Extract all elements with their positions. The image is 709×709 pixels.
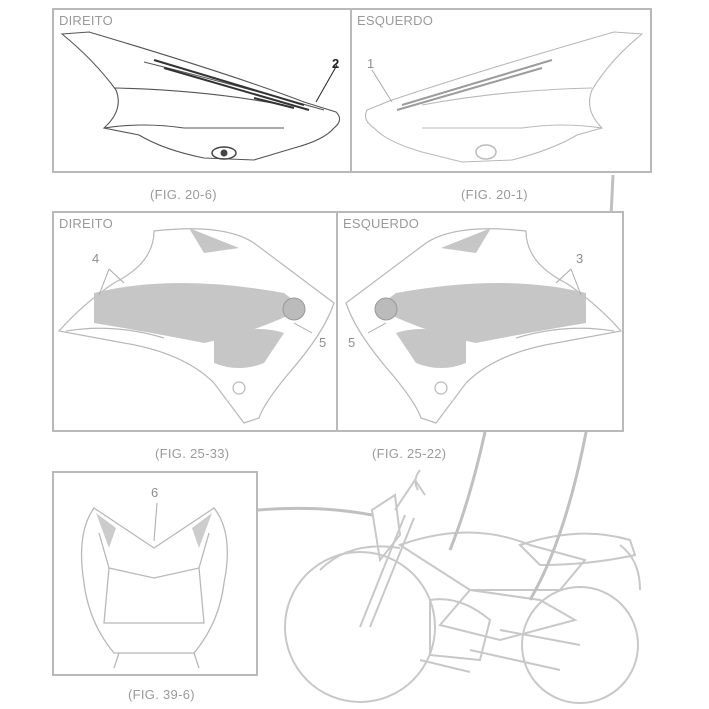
panel-header: DIREITO (59, 13, 113, 28)
callout-number: 1 (367, 56, 375, 71)
front-cover-drawing (80, 502, 228, 669)
leader-fig-39-6 (257, 506, 373, 517)
seat (518, 532, 637, 567)
right-side-cover-drawing (60, 31, 341, 161)
figure-caption: (FIG. 25-22) (372, 446, 447, 461)
panel-front-cover: 6 (52, 471, 258, 676)
front-wheel (284, 551, 436, 703)
callout-number: 5 (348, 335, 356, 350)
callout-number: 4 (92, 251, 100, 266)
panel-left-shroud: ESQUERDO 3 5 (336, 211, 624, 432)
left-side-cover-drawing (365, 31, 644, 163)
panel-right-shroud: DIREITO 4 5 (52, 211, 340, 432)
callout-number: 5 (319, 335, 327, 350)
right-shroud-drawing (57, 228, 335, 424)
figure-caption: (FIG. 20-6) (150, 187, 217, 202)
rear-wheel (521, 586, 639, 704)
figure-caption: (FIG. 39-6) (128, 687, 195, 702)
callout-number: 2 (332, 56, 340, 71)
panel-header: DIREITO (59, 216, 113, 231)
panel-left-side-cover: ESQUERDO 1 (350, 8, 652, 173)
left-shroud-drawing (345, 228, 623, 424)
panel-header: ESQUERDO (343, 216, 420, 231)
callout-number: 3 (576, 251, 584, 266)
panel-header: ESQUERDO (357, 13, 434, 28)
fuel-tank (397, 531, 587, 591)
front-fork (359, 514, 415, 628)
leader-fig-25-22 (448, 431, 487, 551)
figure-caption: (FIG. 20-1) (461, 187, 528, 202)
panel-right-side-cover: DIREITO 2 (52, 8, 354, 173)
callout-number: 6 (151, 485, 159, 500)
figure-caption: (FIG. 25-33) (155, 446, 230, 461)
